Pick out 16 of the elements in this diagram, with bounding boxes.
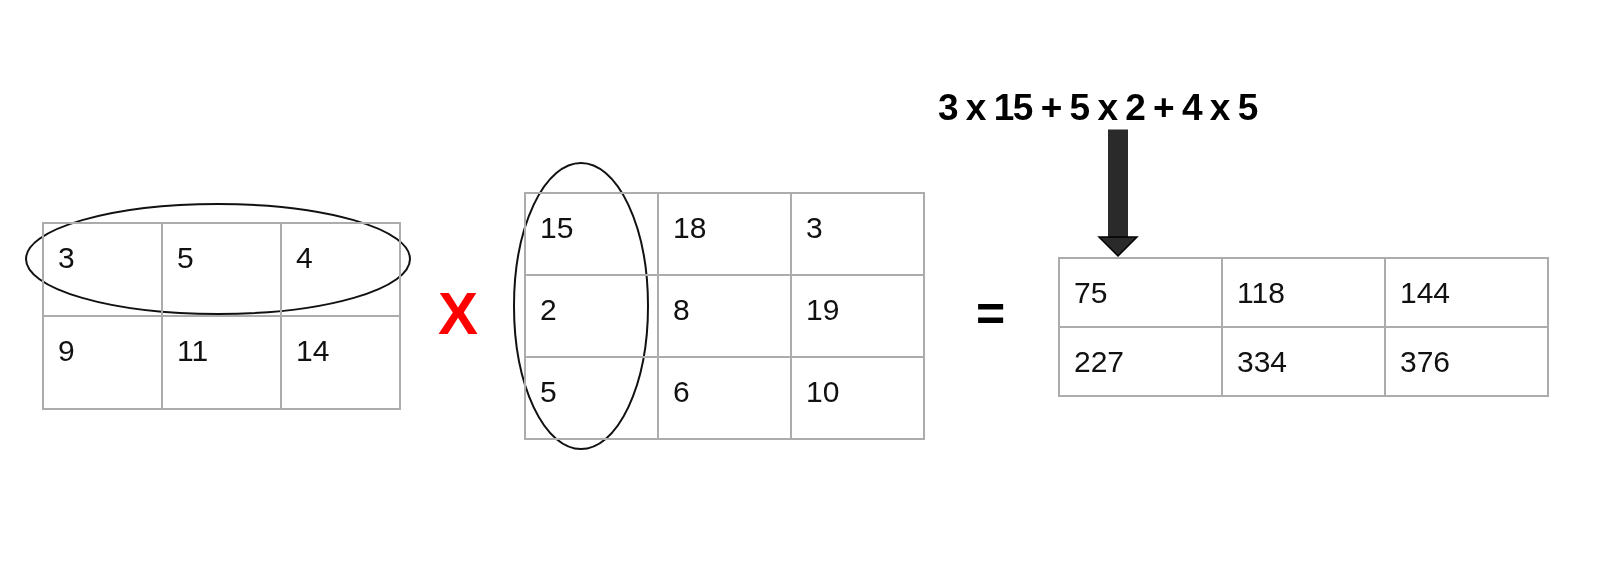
matrix-cell: 376: [1384, 326, 1549, 397]
matrix-cell: 9: [42, 315, 163, 410]
matrix-cell: 3: [790, 192, 925, 276]
formula-text: 3 x 15 + 5 x 2 + 4 x 5: [938, 87, 1257, 130]
matrix-cell: 227: [1058, 326, 1223, 397]
equals-sign: =: [976, 289, 1006, 339]
matrix-cell: 4: [280, 222, 401, 317]
multiply-sign: X: [438, 284, 479, 344]
matrix-cell: 144: [1384, 257, 1549, 328]
matrix-cell: 3: [42, 222, 163, 317]
matrix-cell: 10: [790, 356, 925, 440]
matrix-cell: 5: [524, 356, 659, 440]
matrix-cell: 14: [280, 315, 401, 410]
matrix-cell: 15: [524, 192, 659, 276]
matrix-cell: 75: [1058, 257, 1223, 328]
arrow: [1098, 129, 1138, 257]
